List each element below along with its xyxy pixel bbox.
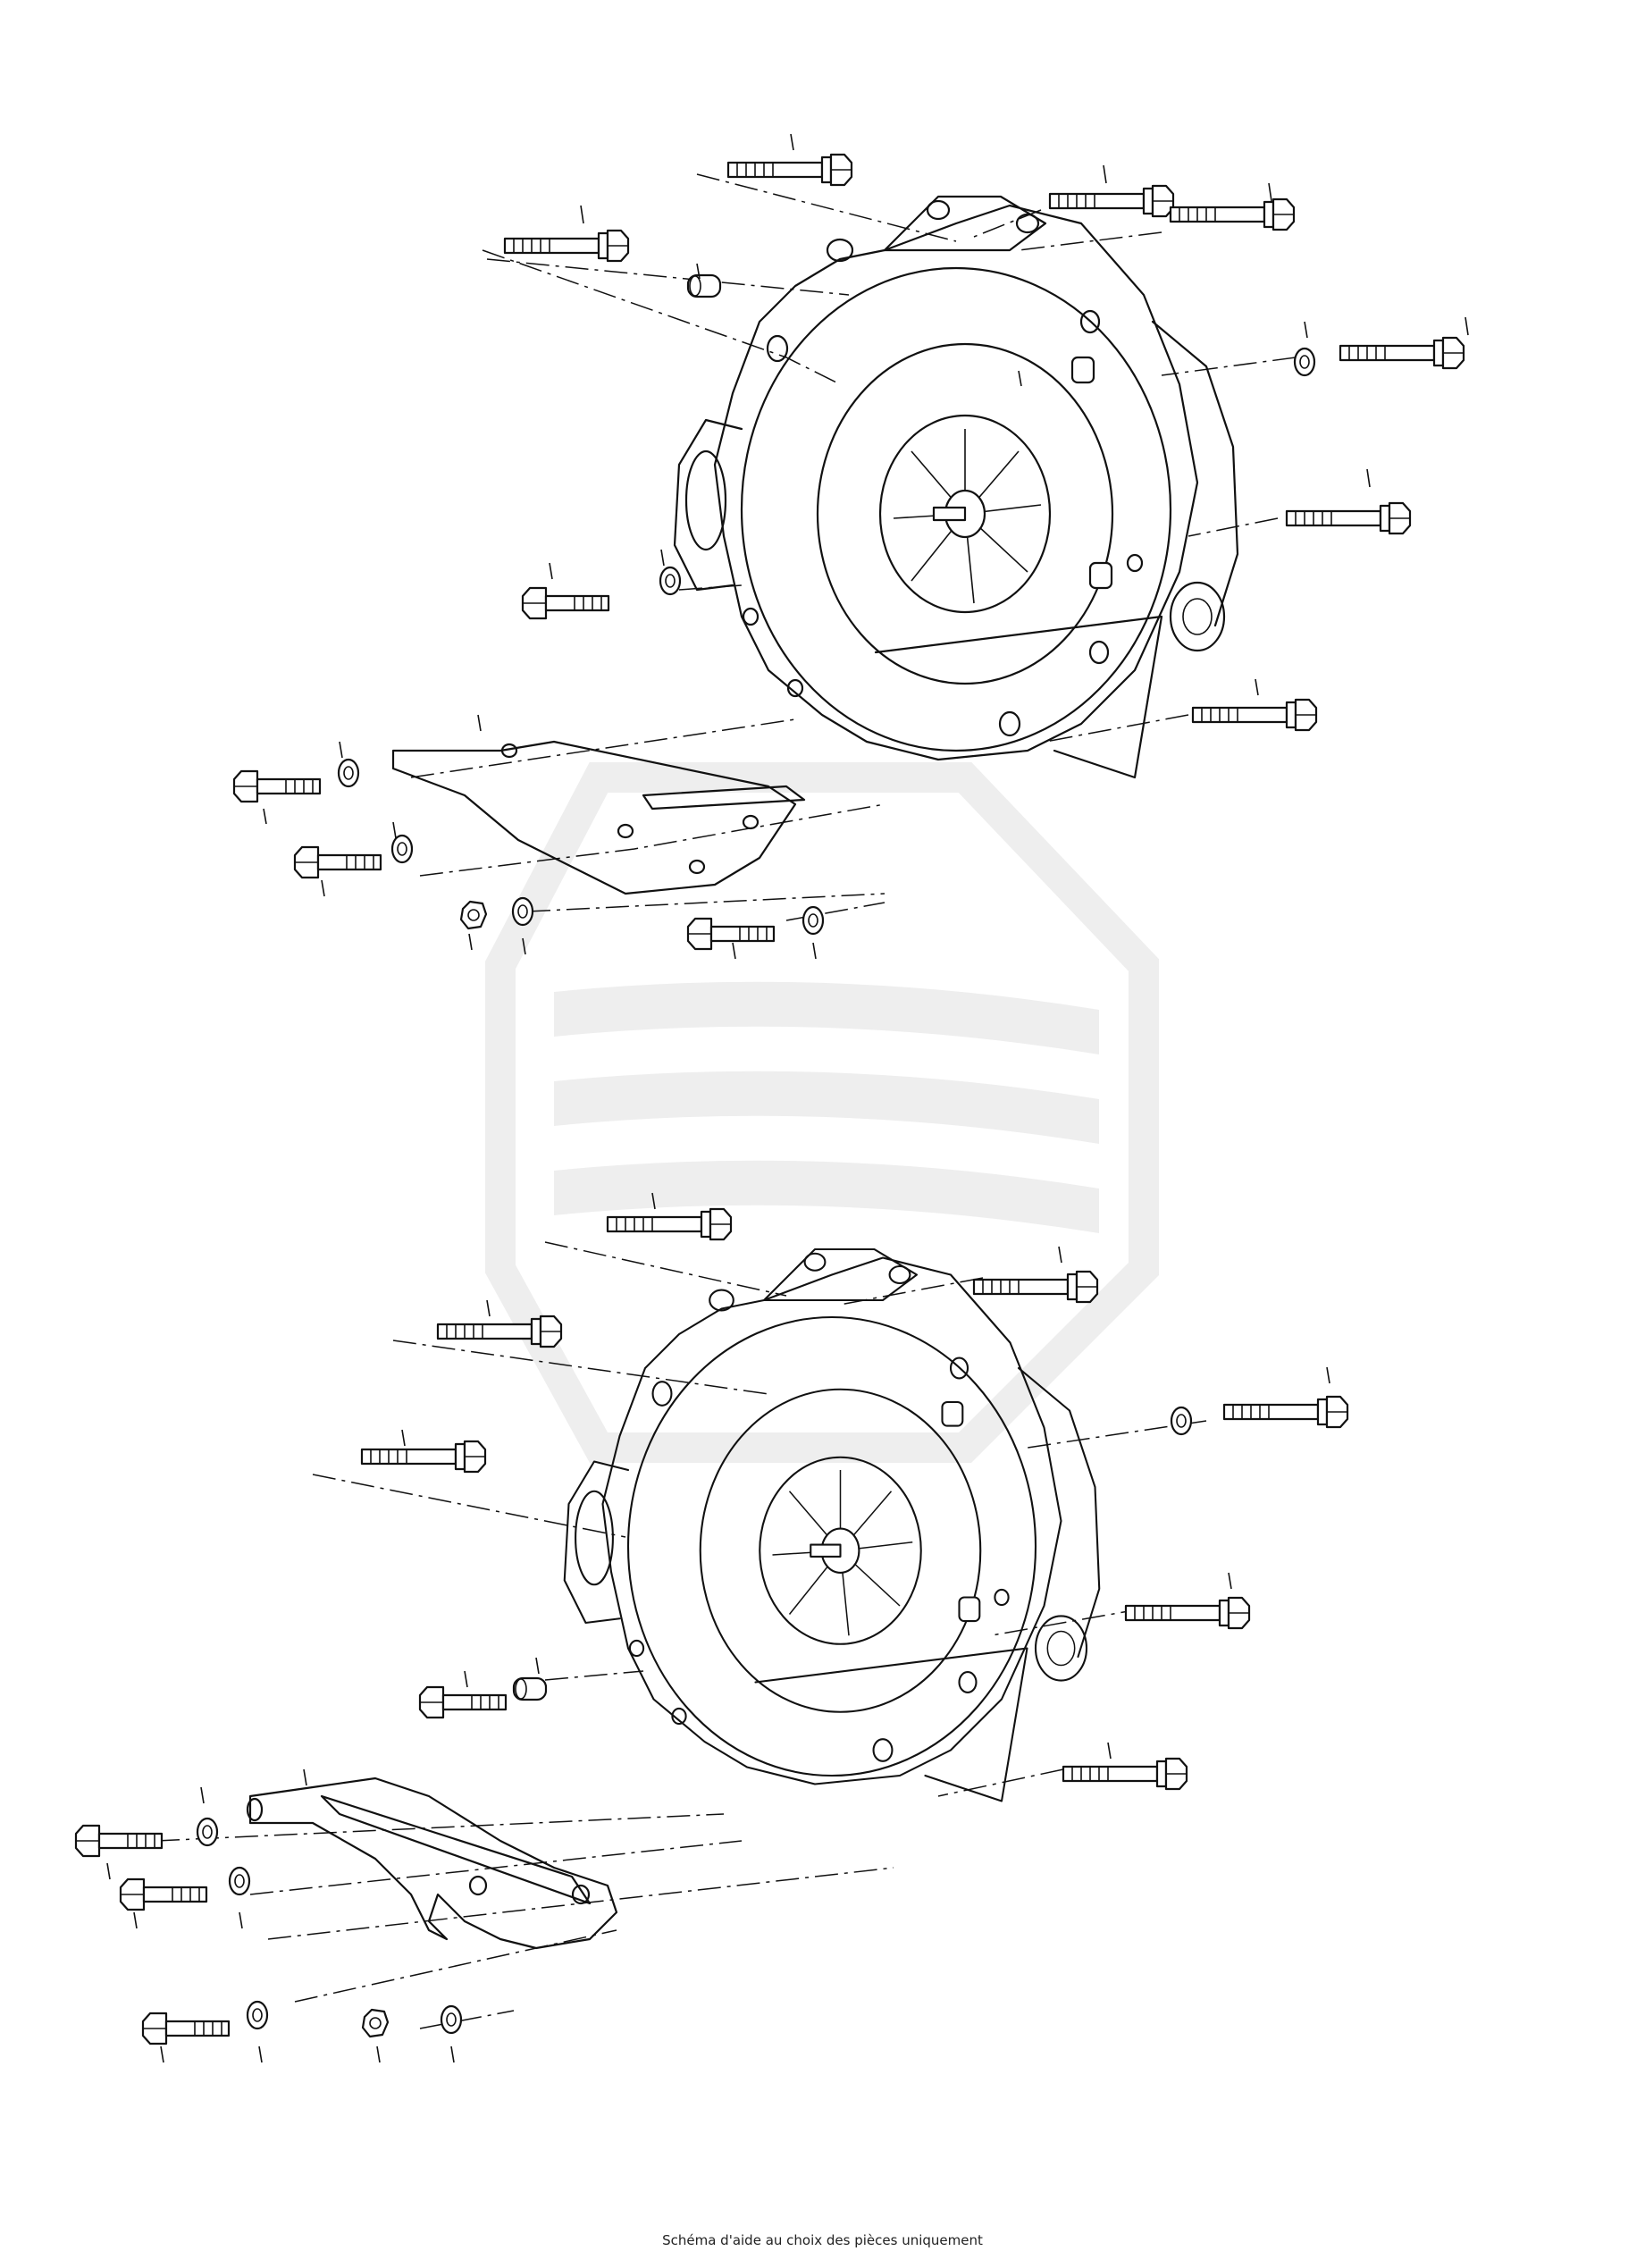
reference-ticks [106,133,1469,2063]
dowel-icon [686,273,722,298]
washer-icon [196,1406,1193,2035]
dowel-icon [512,1676,548,1701]
washer-icon [337,347,1316,936]
clutch-housing-icon [673,195,1239,779]
nut-icon [459,900,488,930]
bolt-icon [74,1207,1349,2045]
caption: Schéma d'aide au choix des pièces unique… [662,2232,983,2248]
bracket-icon [391,740,806,895]
watermark-logo [485,762,1159,1463]
leader-lines-top [410,173,1297,921]
nut-icon [361,2008,390,2038]
clutch-housing-icon [563,1247,1101,1802]
bolt-icon [232,153,1465,951]
leader-lines-bottom [155,1241,1207,2029]
bracket-icon [246,1777,618,1950]
